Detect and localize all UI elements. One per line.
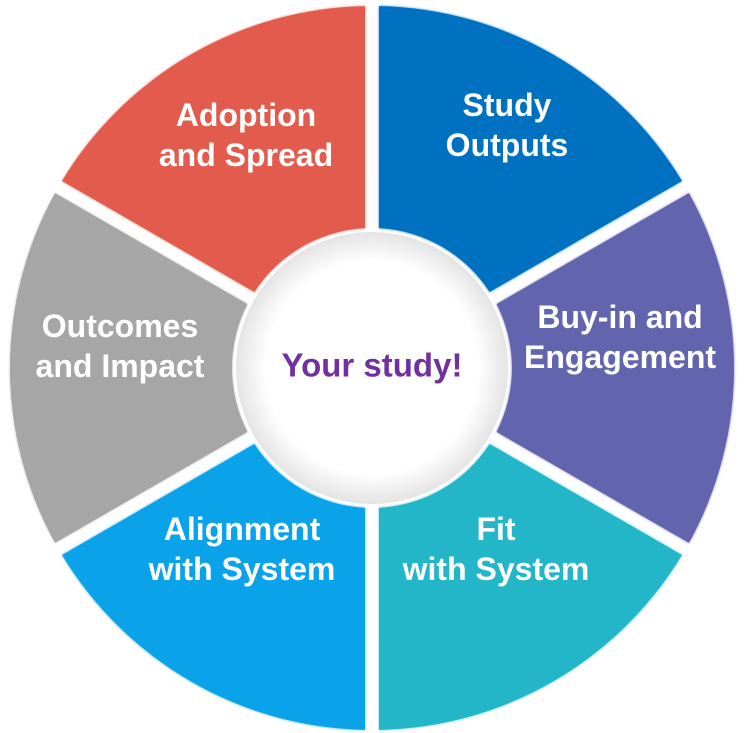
segment-adoption-and-spread: Adoption and Spread — [62, 6, 366, 293]
segment-label-fit-with-system: Fit with System — [402, 511, 590, 587]
segment-label-line: and Impact — [36, 348, 205, 384]
segment-label-line: Alignment — [164, 511, 321, 547]
segment-label-line: Outputs — [446, 127, 569, 163]
segment-label-line: Study — [463, 87, 552, 123]
segment-shape — [62, 443, 366, 730]
segment-label-line: Adoption — [176, 97, 316, 133]
segment-shape — [496, 193, 735, 543]
segment-shape — [378, 443, 682, 730]
segment-label-line: Outcomes — [42, 308, 198, 344]
segment-outcomes-and-impact: Outcomes and Impact — [10, 193, 248, 543]
segment-label-line: with System — [402, 551, 590, 587]
segment-label-line: and Spread — [159, 137, 333, 173]
center-label: Your study! — [282, 347, 463, 384]
segment-shape — [10, 193, 248, 543]
segment-label-adoption-and-spread: Adoption and Spread — [159, 97, 333, 173]
center-circle — [236, 232, 508, 504]
segment-label-line: Fit — [476, 511, 515, 547]
segment-label-line: Buy-in and — [537, 299, 702, 335]
segment-label-alignment-with-system: Alignment with System — [148, 511, 336, 587]
segment-alignment-with-system: Alignment with System — [62, 443, 366, 730]
segment-label-line: Engagement — [524, 339, 716, 375]
segment-shape — [378, 6, 682, 293]
segment-label-line: with System — [148, 551, 336, 587]
segment-fit-with-system: Fit with System — [378, 443, 682, 730]
segment-label-outcomes-and-impact: Outcomes and Impact — [36, 308, 205, 384]
segment-shape — [62, 6, 366, 293]
